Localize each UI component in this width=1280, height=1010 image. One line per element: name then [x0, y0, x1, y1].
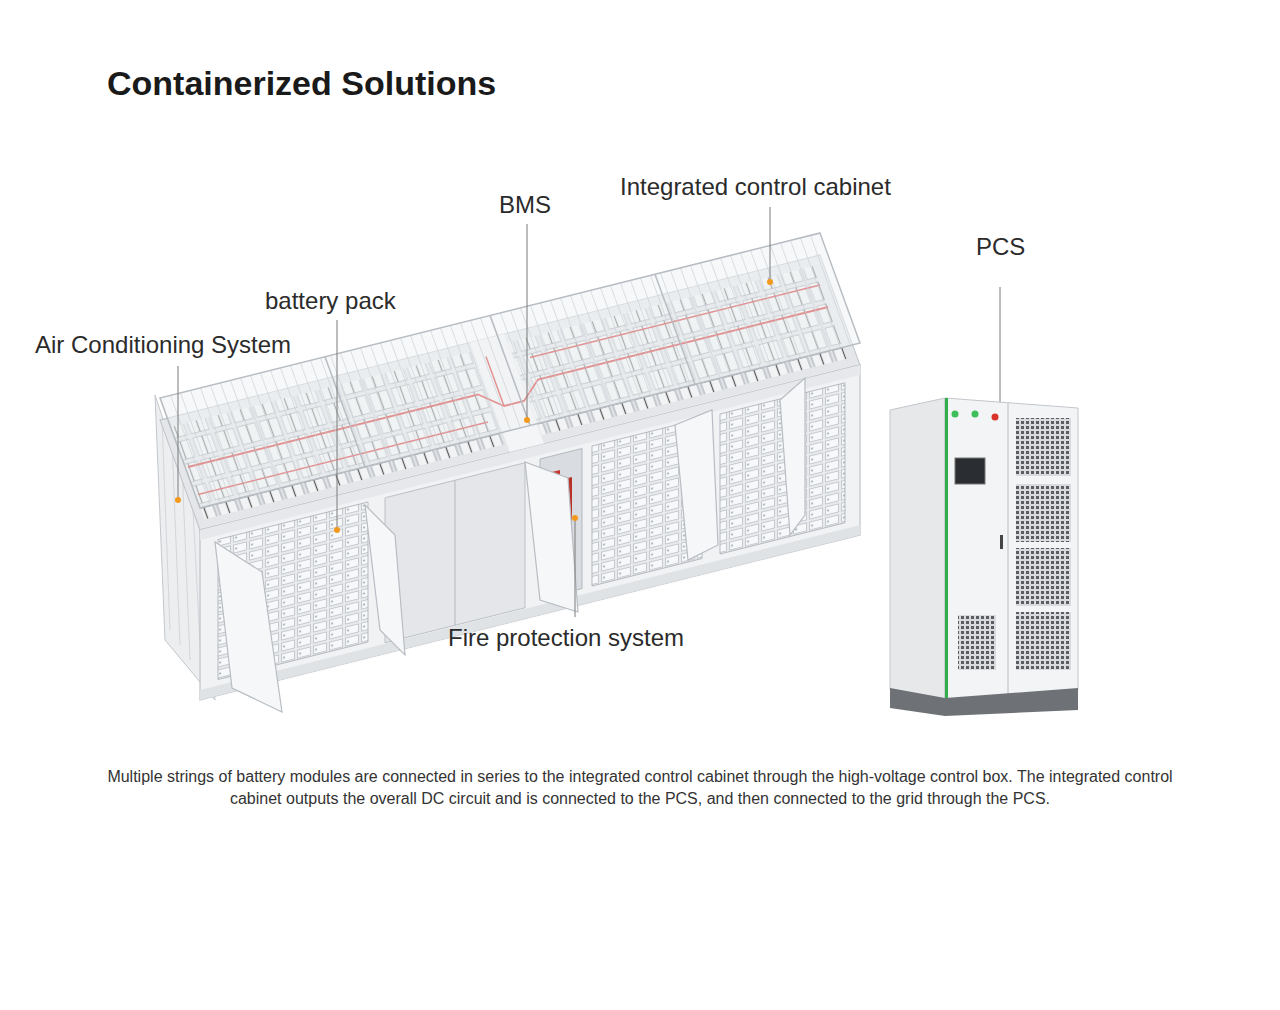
pcs-cabinet: [890, 398, 1078, 716]
diagram-caption: Multiple strings of battery modules are …: [80, 766, 1200, 810]
diagram-title: Containerized Solutions: [107, 64, 496, 103]
part-label: PCS: [976, 233, 1025, 261]
part-label: BMS: [499, 191, 551, 219]
part-label: Integrated control cabinet: [620, 173, 891, 201]
part-label: Air Conditioning System: [35, 331, 291, 359]
part-label: battery pack: [265, 287, 396, 315]
part-label: Fire protection system: [448, 624, 684, 652]
